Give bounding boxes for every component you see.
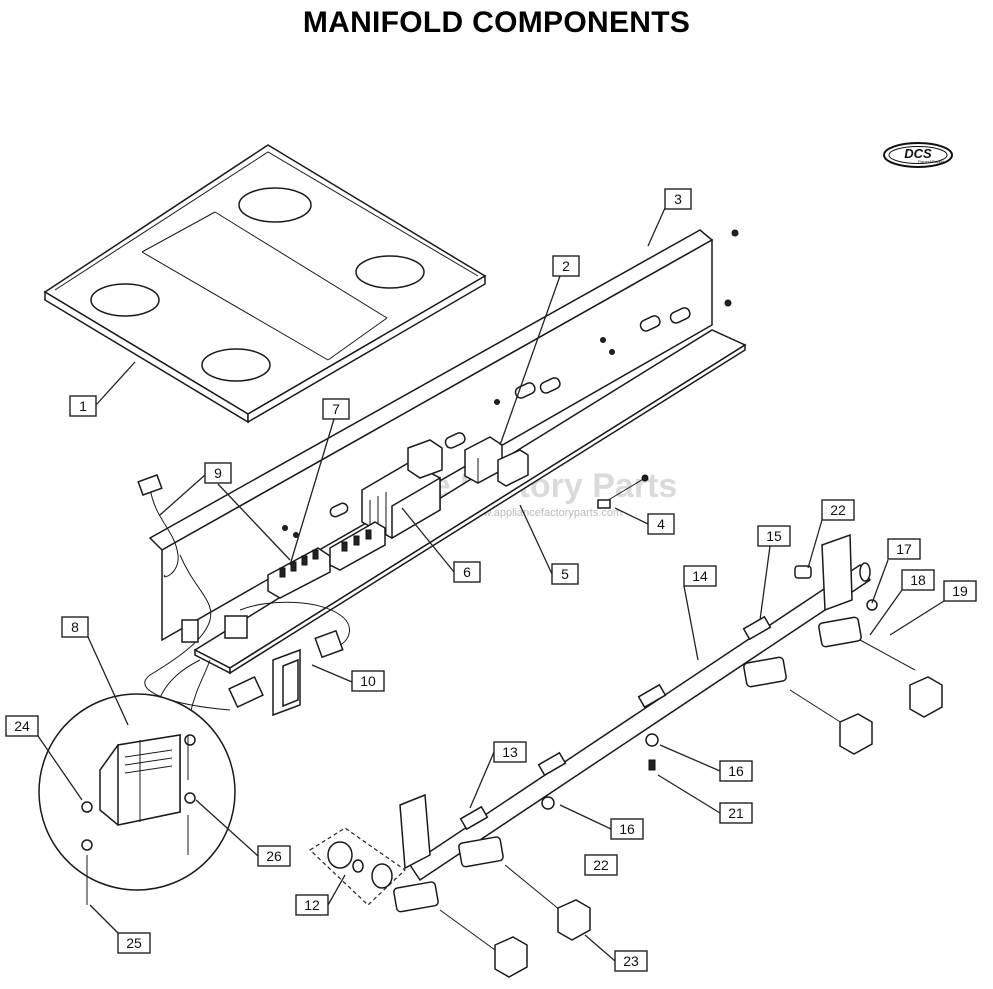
svg-text:22: 22 (593, 857, 609, 873)
svg-text:8: 8 (71, 619, 79, 635)
callout-4: 4 (614, 507, 675, 535)
callout-2: 2 (499, 255, 580, 446)
svg-text:15: 15 (766, 528, 782, 544)
burner-valves (393, 616, 943, 978)
valve-3 (458, 836, 591, 941)
callout-22b: 22 (584, 854, 618, 876)
part-9-power-cord (137, 474, 264, 711)
svg-text:17: 17 (896, 541, 912, 557)
callout-18: 18 (869, 569, 935, 636)
svg-text:16: 16 (728, 763, 744, 779)
part-4-cable (597, 474, 649, 509)
svg-text:22: 22 (830, 502, 846, 518)
callout-26: 26 (195, 799, 291, 867)
callout-6: 6 (401, 507, 481, 583)
callout-3: 3 (647, 188, 692, 247)
valve-2 (743, 656, 873, 755)
callout-5: 5 (519, 504, 579, 585)
svg-text:4: 4 (657, 516, 665, 532)
svg-text:21: 21 (728, 805, 744, 821)
svg-text:9: 9 (214, 465, 222, 481)
part-3-manifold-panel (148, 229, 747, 675)
callout-8: 8 (61, 616, 129, 726)
callout-23: 23 (584, 934, 648, 972)
callout-9: 9 (159, 462, 291, 561)
part-14-gas-manifold-pipe (399, 533, 872, 882)
callout-10: 10 (311, 664, 385, 692)
valve-4 (393, 881, 528, 978)
svg-text:10: 10 (360, 673, 376, 689)
logo-subtext: Fisher&Paykel (918, 159, 944, 164)
callout-16b: 16 (559, 804, 644, 840)
callout-12: 12 (295, 874, 346, 916)
logo-text: DCS (904, 146, 932, 161)
svg-text:12: 12 (304, 897, 320, 913)
dcs-logo: DCS Fisher&Paykel (883, 142, 953, 168)
manifold-clamps (459, 565, 878, 831)
svg-text:2: 2 (562, 258, 570, 274)
valve-1 (818, 616, 943, 718)
part-6-spark-module (361, 439, 443, 540)
svg-text:13: 13 (502, 744, 518, 760)
svg-text:18: 18 (910, 572, 926, 588)
svg-text:16: 16 (619, 821, 635, 837)
callout-7: 7 (289, 398, 350, 566)
part-8-transformer-detail (38, 659, 236, 905)
callout-24: 24 (5, 715, 83, 801)
callout-25: 25 (89, 904, 151, 954)
svg-text:24: 24 (14, 718, 30, 734)
callout-16a: 16 (659, 744, 753, 782)
callout-15: 15 (757, 525, 791, 621)
svg-text:26: 26 (266, 848, 282, 864)
svg-text:25: 25 (126, 935, 142, 951)
callout-19: 19 (889, 580, 977, 636)
page-title: MANIFOLD COMPONENTS (302, 6, 691, 39)
part-10-bracket (181, 601, 350, 717)
part-7-terminal-block (267, 521, 386, 599)
svg-text:23: 23 (623, 953, 639, 969)
callouts: 1 2 3 4 5 6 7 8 9 10 12 13 14 15 16 16 1… (5, 188, 977, 972)
svg-text:19: 19 (952, 583, 968, 599)
callout-1: 1 (69, 361, 136, 417)
part-2-bracket (464, 436, 529, 487)
callout-22a: 22 (807, 499, 855, 569)
part-1-burner-tray (43, 144, 487, 424)
svg-text:1: 1 (79, 398, 87, 414)
callout-14: 14 (683, 565, 717, 661)
svg-text:14: 14 (692, 568, 708, 584)
callout-13: 13 (469, 741, 527, 809)
callout-21: 21 (657, 774, 753, 824)
svg-text:7: 7 (332, 401, 340, 417)
svg-text:5: 5 (561, 566, 569, 582)
part-12-orifice-fitting (309, 827, 406, 906)
svg-text:6: 6 (463, 564, 471, 580)
callout-17: 17 (871, 538, 921, 604)
svg-text:3: 3 (674, 191, 682, 207)
